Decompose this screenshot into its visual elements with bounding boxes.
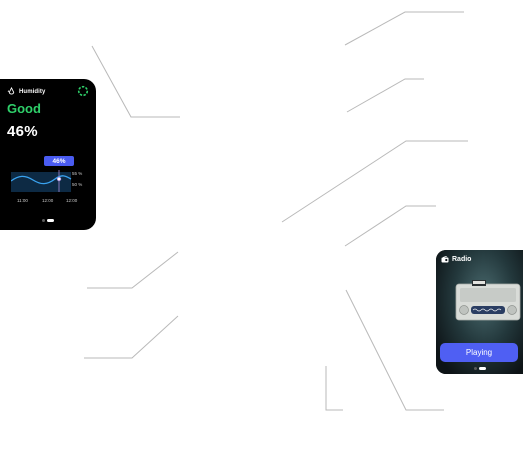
radio-title: Radio [452,256,472,263]
vintage-radio-illustration [455,280,521,321]
page-indicator[interactable] [42,219,54,222]
chart-band [11,172,71,192]
page-dot-active[interactable] [47,219,54,222]
humidity-widget[interactable]: Humidity Good 46% 46% 55 % 50 % 11:00 12… [0,79,96,230]
humidity-value: 46% [7,123,38,140]
page-dot-active[interactable] [479,367,486,370]
scale-high-label: 55 % [72,171,83,176]
activity-ring-icon[interactable] [77,85,89,97]
leader-line [344,205,436,247]
humidity-drop-icon [7,87,15,95]
humidity-status: Good [7,101,41,116]
leader-line [91,45,180,118]
humidity-line [11,175,72,185]
playing-button[interactable]: Playing [440,343,518,362]
scale-low-label: 50 % [72,182,83,187]
leader-line [87,251,179,289]
leader-line [344,11,464,46]
leader-line [84,315,179,359]
radio-icon [441,256,449,263]
radio-widget[interactable]: Radio Playing [436,250,523,374]
humidity-badge: 46% [44,156,74,166]
time-label: 12:00 [66,198,78,203]
time-label: 12:00 [42,198,54,203]
humidity-title: Humidity [19,88,46,95]
radio-header: Radio [441,256,471,263]
humidity-header: Humidity [7,87,45,96]
humidity-chart [11,170,72,192]
time-label: 11:00 [17,198,28,203]
page-indicator[interactable] [474,367,486,370]
page-dot[interactable] [474,367,477,370]
leader-line [346,78,424,113]
leader-line [281,140,468,223]
leader-line [325,366,343,411]
chart-marker [56,176,62,182]
leader-line [345,289,444,411]
page-dot[interactable] [42,219,45,222]
